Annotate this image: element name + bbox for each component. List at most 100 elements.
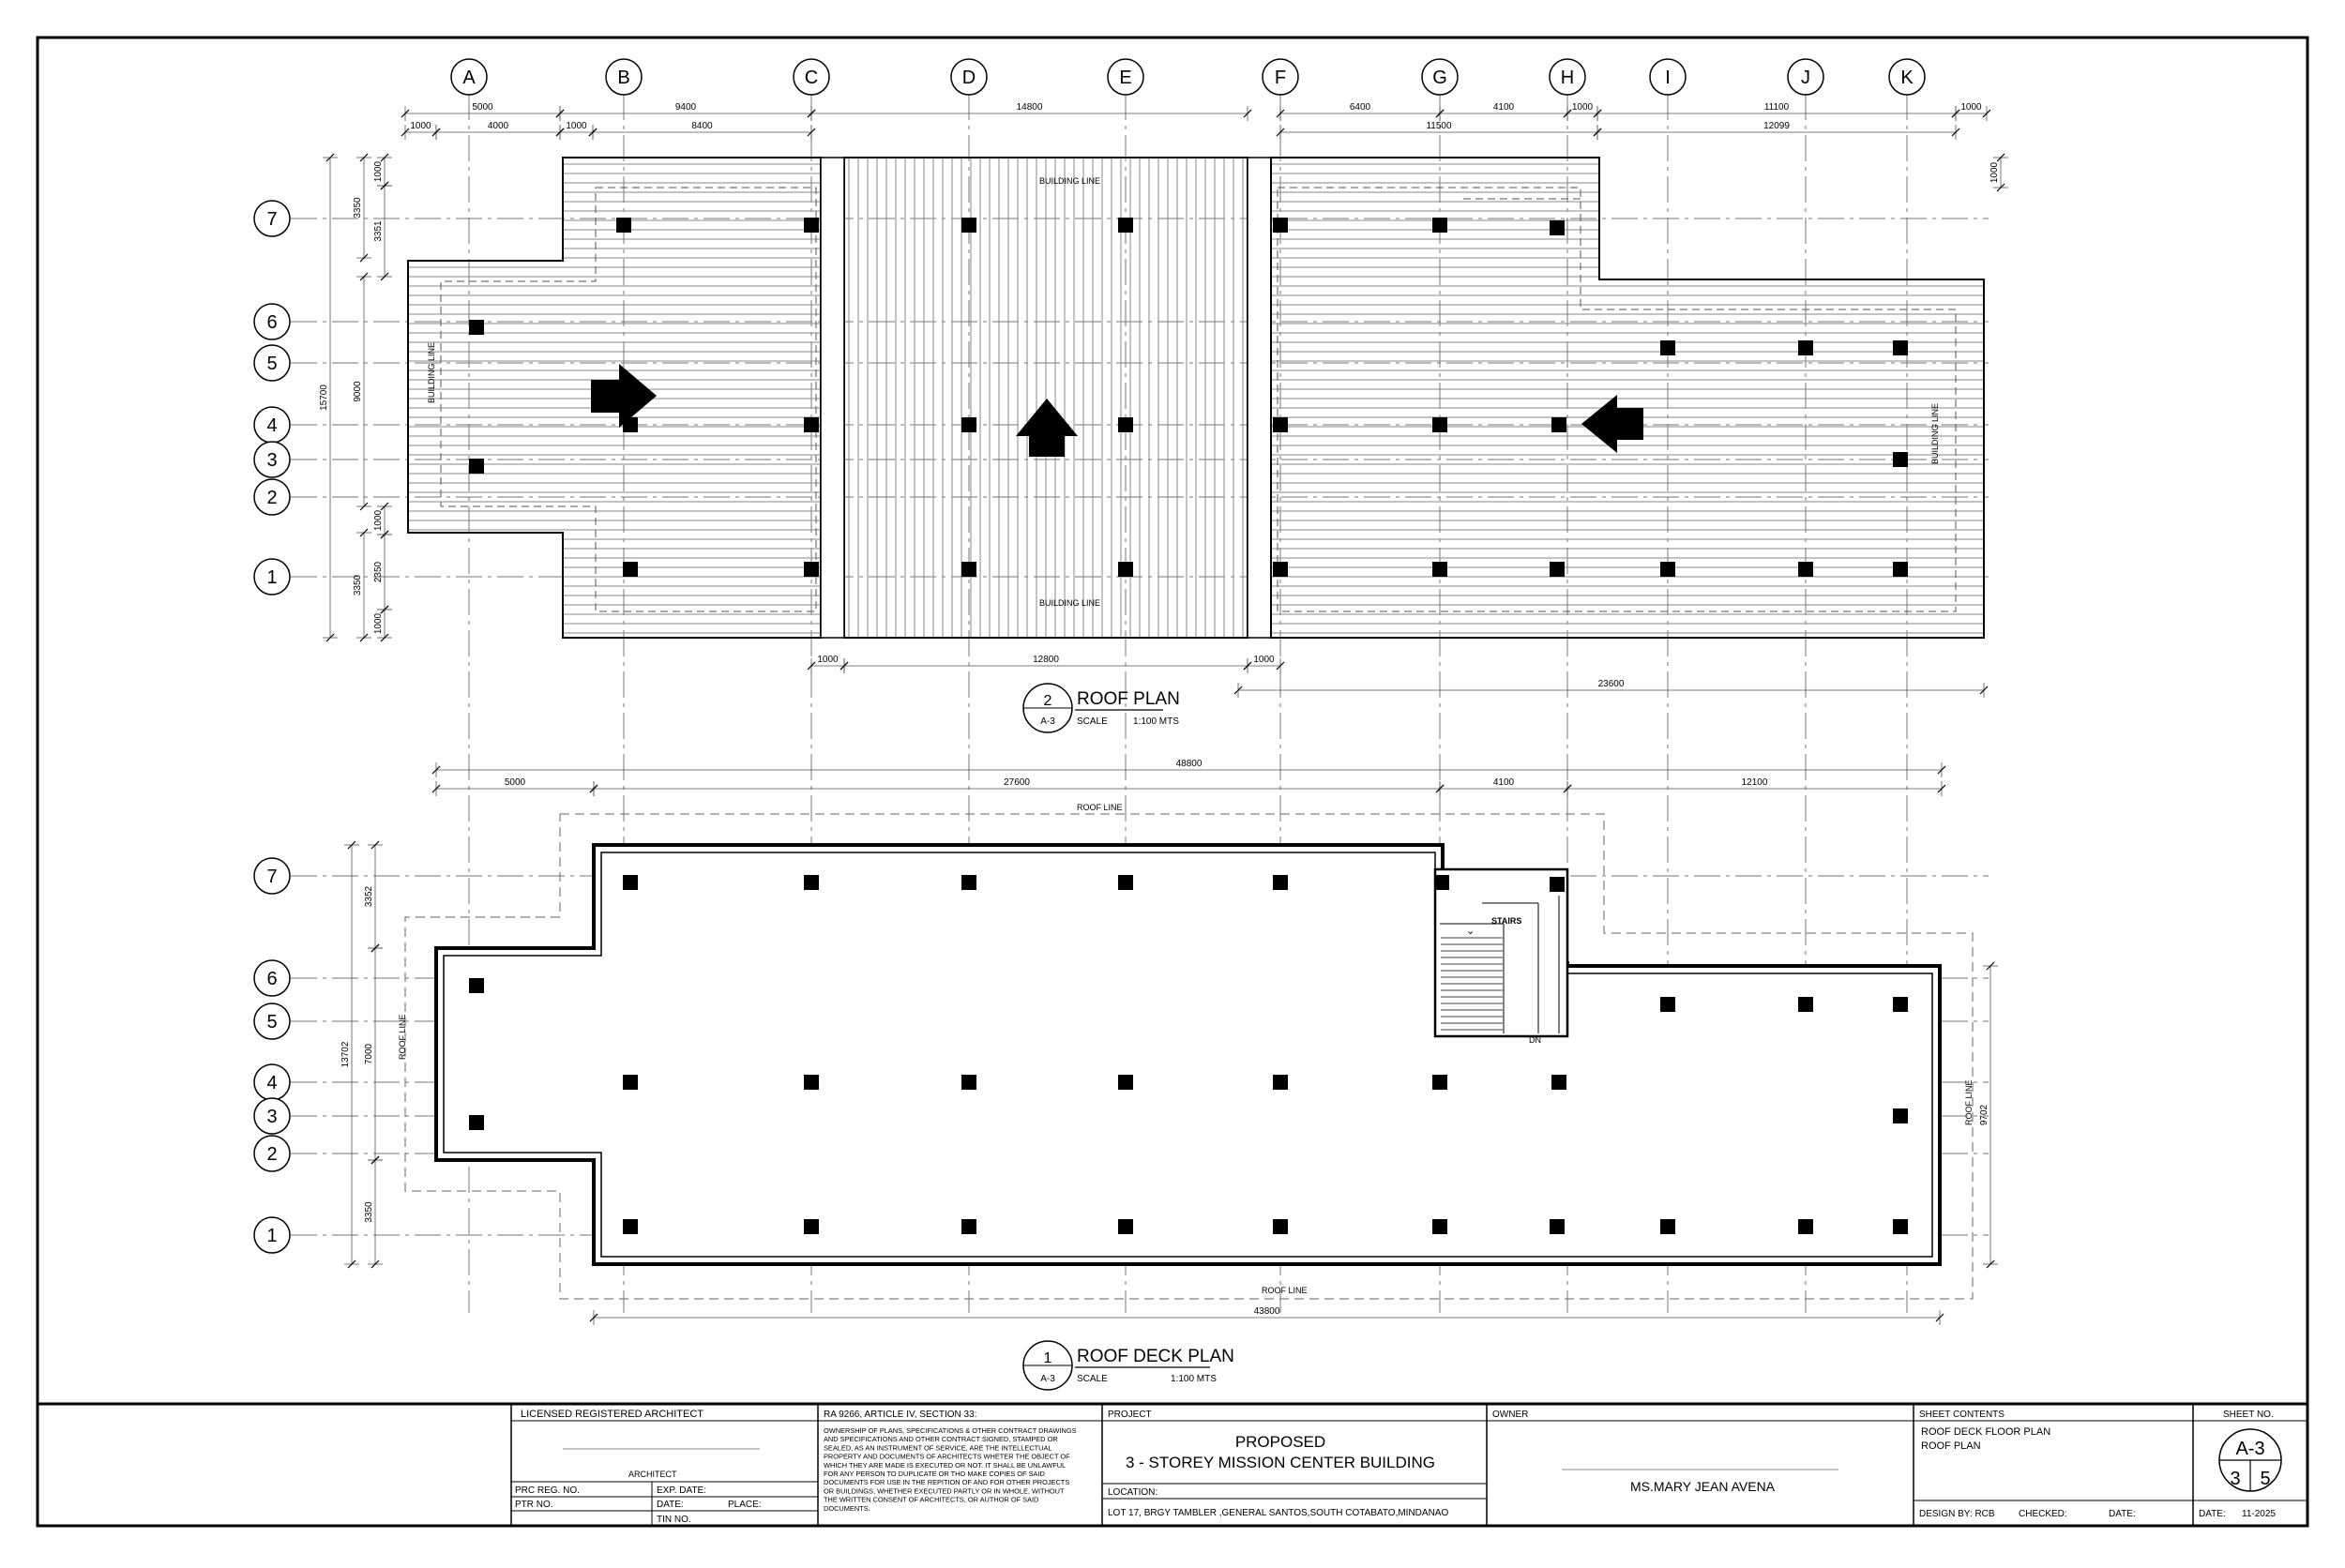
roof-dim-top2-3: 8400 <box>588 121 816 140</box>
roof-plan-column-17 <box>1551 417 1566 432</box>
roof-plan-scale-label: SCALE <box>1077 716 1108 727</box>
roof-deck-column-0 <box>623 875 638 890</box>
roof-plan-column-2 <box>961 218 976 233</box>
slope-arrow-up <box>1016 399 1078 457</box>
roof-dim-top1-7-label: 1000 <box>1960 102 1982 113</box>
building-line-labels: BUILDING LINE BUILDING LINE BUILDING LIN… <box>427 176 1940 608</box>
sheet-date-label: DATE: <box>2199 1509 2226 1519</box>
roof-dim-top2-5-label: 12099 <box>1763 121 1790 131</box>
roof-dim-left-2-label: 1000 <box>373 160 384 182</box>
roof-deck-column-8 <box>1660 997 1675 1012</box>
sheet-border <box>36 36 2309 1528</box>
sheet-date-value: 11-2025 <box>2242 1509 2276 1519</box>
roof-row-label-4: 4 <box>266 415 277 436</box>
roof-deck-column-25 <box>1432 1219 1447 1234</box>
roof-row-bubble-6: 6 <box>253 303 291 340</box>
roof-plan-columns <box>469 218 1908 577</box>
roof-dim-top1-6: 11100 <box>1593 102 1960 121</box>
roof-dim-bottom-2-label: 1000 <box>1253 655 1275 665</box>
roof-deck-column-24 <box>1273 1219 1288 1234</box>
deck-row-label-2: 2 <box>266 1144 277 1165</box>
roof-line-labels: ROOF LINE ROOF LINE ROOF LINE ROOF LINE <box>398 803 1974 1295</box>
roof-row-label-1: 1 <box>266 567 277 588</box>
sheet-contents-1: ROOF DECK FLOOR PLAN <box>1921 1426 2050 1438</box>
deck-dim-top-1-label: 5000 <box>505 777 526 788</box>
deck-row-bubble-1: 1 <box>253 1216 291 1254</box>
roof-plan-column-3 <box>1118 218 1133 233</box>
deck-dim-left-0-label: 3352 <box>364 885 374 907</box>
deck-dim-left-1: 13702 <box>340 840 359 1269</box>
roof-dim-top2-1: 4000 <box>431 121 565 140</box>
roof-line-label-top: ROOF LINE <box>1077 803 1123 812</box>
deck-dim-top-3-label: 4100 <box>1493 777 1515 788</box>
place-label: PLACE: <box>728 1500 762 1510</box>
owner-name: MS.MARY JEAN AVENA <box>1630 1479 1776 1494</box>
roof-plan-column-19 <box>1893 452 1908 467</box>
grid-label-F: F <box>1275 68 1286 88</box>
grid-label-B: B <box>617 68 629 88</box>
roof-dim-left-4-label: 9000 <box>353 381 363 402</box>
roof-row-bubble-5: 5 <box>253 344 291 382</box>
title-block-text: LICENSED REGISTERED ARCHITECT ARCHITECT … <box>515 1409 2276 1525</box>
roof-line-label-left: ROOF LINE <box>398 1014 407 1060</box>
roof-deck-column-17 <box>1551 1075 1566 1090</box>
roof-dim-top1-5: 1000 <box>1563 102 1602 121</box>
deck-row-label-7: 7 <box>266 867 277 887</box>
design-by: DESIGN BY: RCB <box>1919 1509 1995 1519</box>
roof-right-wing <box>1270 157 1985 639</box>
roof-plan-column-20 <box>623 562 638 577</box>
roof-dim-top2-1-label: 4000 <box>488 121 509 131</box>
roof-plan-column-16 <box>1432 417 1447 432</box>
date-label: DATE: <box>2109 1509 2136 1519</box>
ra-text: OWNERSHIP OF PLANS, SPECIFICATIONS & OTH… <box>824 1426 1077 1513</box>
roof-plan-scale-value: 1:100 MTS <box>1133 716 1179 727</box>
roof-deck-column-12 <box>804 1075 819 1090</box>
roof-deck-column-10 <box>1893 997 1908 1012</box>
roof-deck-plan-drawing: STAIRS DN ⌄ ROOF LINE ROOF LINE ROOF LIN… <box>398 803 1974 1300</box>
roof-dim-top2-3-label: 8400 <box>691 121 713 131</box>
roof-dim-top1-1: 9400 <box>555 102 816 121</box>
roof-dim-top1-2: 14800 <box>807 102 1252 121</box>
architect-label: ARCHITECT <box>628 1470 677 1479</box>
deck-row-label-1: 1 <box>266 1226 277 1246</box>
roof-deck-column-19 <box>1893 1108 1908 1123</box>
roof-deck-column-5 <box>1434 875 1449 890</box>
ra-line: DOCUMENTS FOR USE IN THE REPITION OF AND… <box>824 1478 1069 1486</box>
roof-plan-column-4 <box>1273 218 1288 233</box>
stairs-label: STAIRS <box>1491 916 1521 926</box>
deck-dim-top-3: 4100 <box>1435 777 1572 796</box>
roof-plan-column-26 <box>1550 562 1565 577</box>
roof-plan-column-15 <box>1273 417 1288 432</box>
project-line2: 3 - STOREY MISSION CENTER BUILDING <box>1126 1454 1435 1471</box>
roof-dim-left-8-label: 1000 <box>373 612 384 634</box>
roof-dim-top1-5-label: 1000 <box>1572 102 1594 113</box>
roof-plan-column-1 <box>804 218 819 233</box>
roof-deck-column-26 <box>1550 1219 1565 1234</box>
roof-dim-bottom-1: 12800 <box>840 655 1252 673</box>
roof-dim-top1-4-label: 4100 <box>1493 102 1515 113</box>
roof-dim-top2-0: 1000 <box>401 121 441 140</box>
roof-dim-top2-5: 12099 <box>1593 121 1960 140</box>
ra-line: SEALED, AS AN INSTRUMENT OF SERVICE, ARE… <box>824 1443 1052 1452</box>
deck-row-bubble-2: 2 <box>253 1135 291 1172</box>
project-line1: PROPOSED <box>1235 1433 1325 1451</box>
roof-deck-column-29 <box>1893 1219 1908 1234</box>
roof-plan-column-9 <box>1798 340 1813 355</box>
roof-dim-left-6-label: 2350 <box>373 561 384 582</box>
roof-dim-left-4: 9000 <box>353 272 371 511</box>
sheet-index: 3 <box>2230 1469 2240 1489</box>
roof-plan-column-21 <box>804 562 819 577</box>
roof-dim-top1-0-label: 5000 <box>472 102 493 113</box>
roof-dim-top2-2: 1000 <box>555 121 598 140</box>
slope-arrow-right <box>591 364 657 428</box>
roof-deck-column-27 <box>1660 1219 1675 1234</box>
roof-deck-column-28 <box>1798 1219 1813 1234</box>
deck-dim-top-1: 5000 <box>431 777 598 796</box>
deck-dim-top-4: 12100 <box>1563 777 1946 796</box>
roof-dim-left-6: 2350 <box>373 530 392 614</box>
roof-row-label-3: 3 <box>266 450 277 471</box>
grid-bubble-B: B <box>605 58 643 96</box>
roof-dim-left-1-label: 3351 <box>373 220 384 242</box>
stair-arrow-icon: ⌄ <box>1466 926 1475 937</box>
deck-dim-top-0-label: 48800 <box>1176 759 1203 769</box>
